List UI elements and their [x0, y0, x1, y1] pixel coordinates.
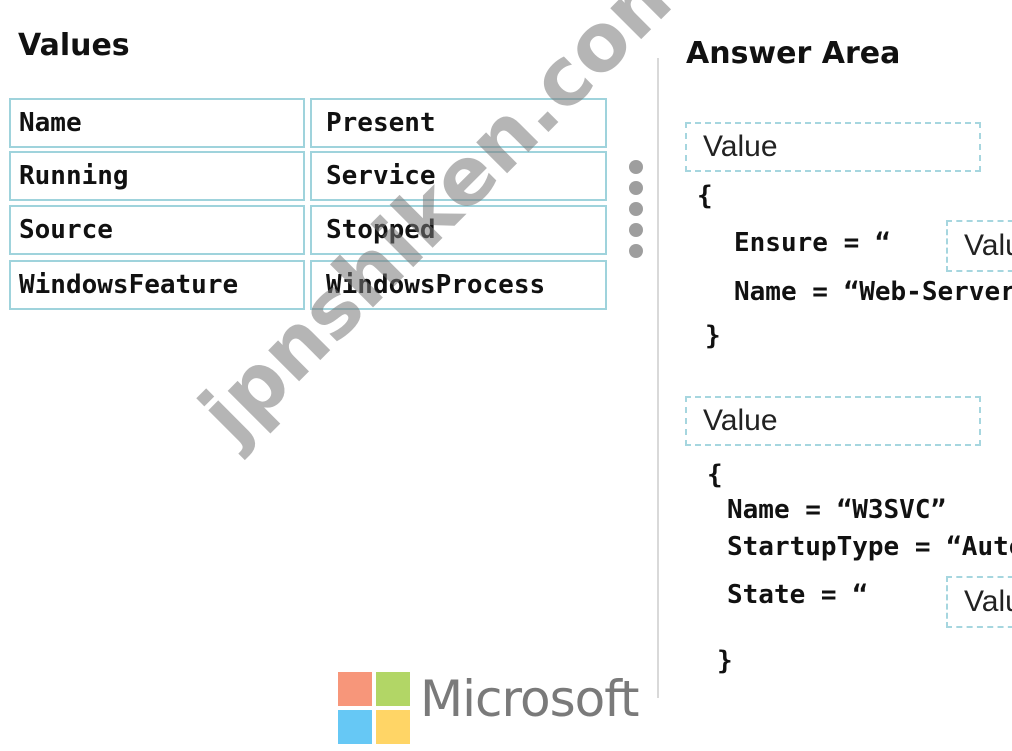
- values-title: Values: [18, 28, 130, 63]
- answer-area: Value { Ensure = “ Value Name = “Web-Ser…: [660, 0, 1012, 751]
- code-state-line: State = “: [727, 580, 868, 610]
- code-close-brace-2: }: [717, 646, 733, 676]
- value-tile-stopped[interactable]: Stopped: [310, 205, 607, 255]
- answer-slot-state[interactable]: Value: [946, 576, 1012, 628]
- handle-dot-icon: [629, 244, 643, 258]
- panel-divider: [657, 58, 659, 698]
- value-tile-name[interactable]: Name: [9, 98, 305, 148]
- logo-square-blue: [338, 710, 372, 744]
- handle-dot-icon: [629, 202, 643, 216]
- logo-square-green: [376, 672, 410, 706]
- value-tile-windowsprocess[interactable]: WindowsProcess: [310, 260, 607, 310]
- code-startup-line: StartupType = “Automatic”: [727, 532, 1012, 562]
- answer-slot-resource-1[interactable]: Value: [685, 122, 981, 172]
- logo-square-yellow: [376, 710, 410, 744]
- value-tile-present[interactable]: Present: [310, 98, 607, 148]
- code-name-line-2: Name = “W3SVC”: [727, 495, 947, 525]
- value-tile-source[interactable]: Source: [9, 205, 305, 255]
- value-tile-service[interactable]: Service: [310, 151, 607, 201]
- code-close-brace-1: }: [705, 321, 721, 351]
- microsoft-wordmark: Microsoft: [420, 670, 640, 728]
- value-tile-running[interactable]: Running: [9, 151, 305, 201]
- code-open-brace-1: {: [697, 181, 713, 211]
- handle-dot-icon: [629, 223, 643, 237]
- logo-square-red: [338, 672, 372, 706]
- answer-area-title: Answer Area: [686, 36, 901, 71]
- code-open-brace-2: {: [707, 460, 723, 490]
- handle-dot-icon: [629, 181, 643, 195]
- value-tile-windowsfeature[interactable]: WindowsFeature: [9, 260, 305, 310]
- code-name-line-1: Name = “Web-Server”: [734, 277, 1012, 307]
- answer-slot-resource-2[interactable]: Value: [685, 396, 981, 446]
- handle-dot-icon: [629, 160, 643, 174]
- code-ensure-line: Ensure = “: [734, 228, 891, 258]
- answer-slot-ensure[interactable]: Value: [946, 220, 1012, 272]
